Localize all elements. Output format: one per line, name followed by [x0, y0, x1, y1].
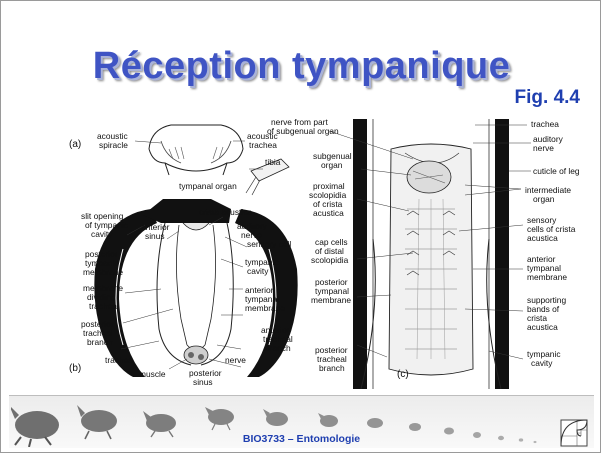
- rhinoceros-beetle-icon: [318, 413, 338, 427]
- label-acoustic-spiracle-2: spiracle: [99, 140, 128, 150]
- label-cap-cells-3: scolopidia: [311, 255, 349, 265]
- label-tympanic-cavity-c-2: cavity: [531, 358, 553, 368]
- panel-c-label: (c): [397, 369, 409, 380]
- panel-a-diagram: (a) acoustic spiracle acoustic trachea t…: [69, 125, 289, 195]
- label-sensory-cells-3: acustica: [527, 233, 558, 243]
- label-acoustic-trachea-2: trachea: [249, 140, 277, 150]
- label-tibia: tibia: [265, 157, 281, 167]
- label-trachea-b: trachea: [105, 355, 133, 365]
- rhinoceros-beetle-icon: [367, 418, 383, 428]
- label-supporting-bands-4: acustica: [527, 322, 558, 332]
- label-nerve-from-part-2: of subgenual organ: [267, 126, 339, 136]
- label-subgenual-organ-2: organ: [321, 160, 343, 170]
- label-proximal-scolopidia-4: acustica: [313, 208, 344, 218]
- label-posterior-tympanic-membrane-3: membrane: [83, 267, 123, 277]
- label-anterior-sinus-2: sinus: [145, 231, 165, 241]
- label-crista-acustica: crista acustica: [199, 207, 252, 217]
- label-tympanic-cavity-b-2: cavity: [247, 266, 269, 276]
- footer-course-label: BIO3733 – Entomologie: [1, 433, 601, 445]
- label-posterior-tympanal-c-3: membrane: [311, 295, 351, 305]
- label-membrane-dividing-3: trachea: [89, 301, 117, 311]
- slide-title: Réception tympanique: [1, 45, 601, 88]
- figure-label: Fig. 4.4: [515, 87, 580, 109]
- label-sensory-cell: sensory cell: [247, 239, 291, 249]
- label-posterior-tracheal-b-3: branch: [87, 337, 113, 347]
- rhinoceros-beetle-icon: [409, 423, 421, 431]
- tympanal-organ-figure: (a) acoustic spiracle acoustic trachea t…: [61, 119, 591, 389]
- label-nerve-b: nerve: [225, 355, 246, 365]
- rhinoceros-beetle-icon: [263, 409, 288, 426]
- label-slit-opening-3: cavity: [91, 229, 113, 239]
- panel-b-label: (b): [69, 363, 81, 374]
- panel-a-label: (a): [69, 139, 81, 150]
- panel-b-diagram: anterior sinus crista acustica slit open…: [69, 199, 298, 387]
- label-intermediate-organ-2: organ: [533, 194, 555, 204]
- label-anterior-tympanal-b-3: membrane: [245, 303, 285, 313]
- label-cuticle-of-leg: cuticle of leg: [533, 166, 580, 176]
- panel-c-diagram: nerve from part of subgenual organ trach…: [267, 119, 580, 389]
- label-anterior-tympanal-c-3: membrane: [527, 272, 567, 282]
- label-trachea-c: trachea: [531, 119, 559, 129]
- label-auditory-nerve-c-2: nerve: [533, 143, 554, 153]
- label-muscle: muscle: [139, 369, 166, 379]
- label-posterior-sinus-2: sinus: [193, 377, 213, 387]
- label-tympanal-organ: tympanal organ: [179, 181, 237, 191]
- label-anterior-tracheal-b-3: branch: [265, 343, 291, 353]
- label-posterior-tracheal-c-3: branch: [319, 363, 345, 373]
- rhinoceros-beetle-icon: [205, 407, 234, 430]
